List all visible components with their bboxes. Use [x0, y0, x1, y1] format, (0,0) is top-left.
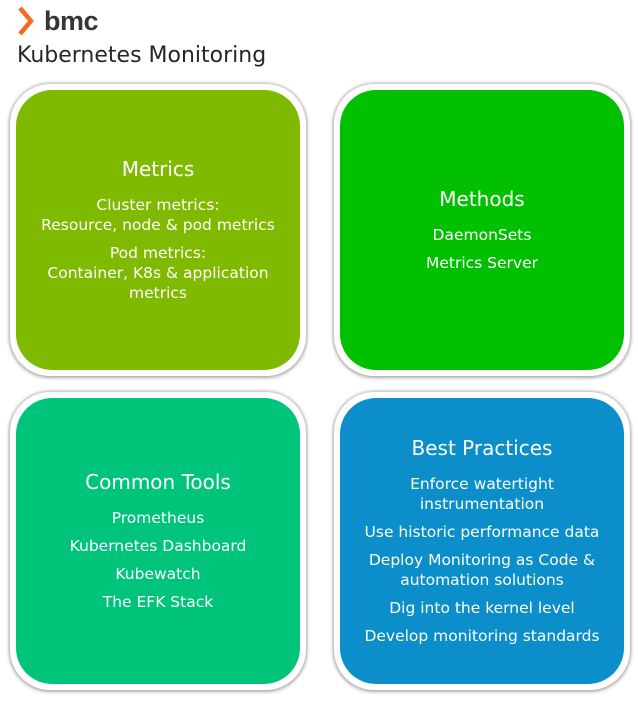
card-item-line: Container, K8s & application	[47, 264, 269, 282]
bmc-logo: bmc	[16, 4, 99, 38]
card-item: Kubernetes Dashboard	[70, 536, 247, 556]
card-item-line: DaemonSets	[432, 226, 532, 244]
card-heading: Common Tools	[85, 470, 231, 494]
card-item-line: automation solutions	[400, 571, 564, 589]
card-item-line: Pod metrics:	[109, 244, 207, 262]
card-item: Dig into the kernel level	[389, 598, 575, 618]
card-practices-frame: Best Practices Enforce watertight instrum…	[334, 392, 630, 690]
page-title: Kubernetes Monitoring	[17, 43, 267, 68]
card-item: Use historic performance data	[365, 522, 600, 542]
card-item: Prometheus	[112, 508, 205, 528]
card-item: Enforce watertight instrumentation	[410, 474, 554, 514]
card-heading: Metrics	[121, 157, 195, 181]
card-item-line: Deploy Monitoring as Code &	[368, 551, 596, 569]
card-item-line: Cluster metrics:	[96, 196, 220, 214]
card-item-line: Enforce watertight	[410, 475, 554, 493]
card-item-line: Kubernetes Dashboard	[69, 537, 247, 555]
card-heading: Best Practices	[411, 436, 553, 460]
bmc-chevron-icon	[18, 6, 34, 36]
card-item: DaemonSets	[433, 225, 532, 245]
card-item-line: Use historic performance data	[364, 523, 600, 541]
card-item: The EFK Stack	[103, 592, 213, 612]
card-item: Develop monitoring standards	[364, 626, 599, 646]
card-item: Cluster metrics: Resource, node & pod met…	[41, 195, 275, 235]
card-item-line: Develop monitoring standards	[364, 627, 600, 645]
card-item-line: Prometheus	[111, 509, 205, 527]
card-item-line: Kubewatch	[115, 565, 201, 583]
card-item: Metrics Server	[426, 253, 538, 273]
card-item: Deploy Monitoring as Code & automation so…	[369, 550, 595, 590]
card-item-line: Dig into the kernel level	[389, 599, 575, 617]
card-item-line: metrics	[128, 284, 187, 302]
card-item-line: Metrics Server	[425, 254, 539, 272]
card-metrics-frame: Metrics Cluster metrics: Resource, node &…	[10, 84, 306, 376]
card-metrics: Metrics Cluster metrics: Resource, node &…	[16, 90, 300, 370]
card-practices: Best Practices Enforce watertight instrum…	[340, 398, 624, 684]
card-item-line: Resource, node & pod metrics	[41, 216, 275, 234]
card-item-line: instrumentation	[419, 495, 545, 513]
card-item-line: The EFK Stack	[102, 593, 214, 611]
card-items: Cluster metrics: Resource, node & pod met…	[41, 195, 275, 303]
card-item: Kubewatch	[115, 564, 200, 584]
card-heading: Methods	[439, 187, 525, 211]
logo-text: bmc	[44, 5, 99, 36]
card-item: Pod metrics: Container, K8s & application…	[47, 243, 268, 303]
